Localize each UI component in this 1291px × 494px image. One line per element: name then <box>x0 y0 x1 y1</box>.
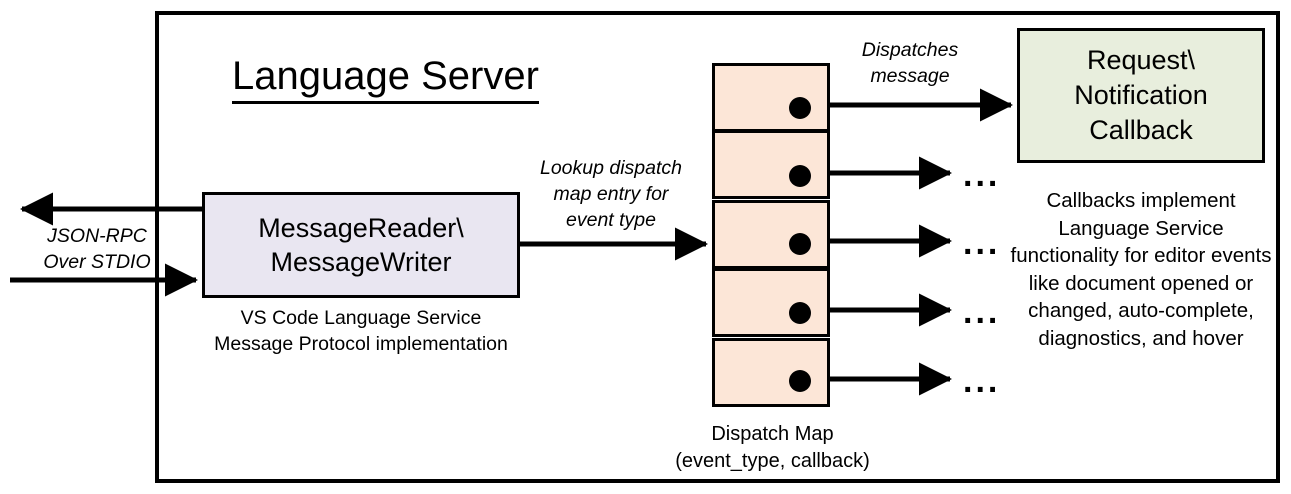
dispatch-map-cell[interactable] <box>712 338 830 407</box>
message-reader-writer-caption: VS Code Language Service Message Protoco… <box>214 307 508 355</box>
callback-dot-icon <box>789 233 811 255</box>
request-notification-callback-box[interactable]: Request\ Notification Callback <box>1017 28 1265 163</box>
message-reader-writer-box[interactable]: MessageReader\ MessageWriter <box>202 192 520 298</box>
callback-dot-icon <box>789 165 811 187</box>
edge-label-jsonrpc: JSON-RPC Over STDIO <box>43 225 151 273</box>
page-title: Language Server <box>232 52 539 104</box>
callback-dot-icon <box>789 97 811 119</box>
dispatch-map-cell[interactable] <box>712 268 830 337</box>
edge-label-lookup: Lookup dispatch map entry for event type <box>539 157 683 231</box>
dispatch-map-cell[interactable] <box>712 200 830 269</box>
ellipsis-marker: ... <box>963 293 1001 331</box>
callback-dot-icon <box>789 370 811 392</box>
ellipsis-marker: ... <box>963 362 1001 400</box>
dispatch-map-cell[interactable] <box>712 63 830 132</box>
dispatch-map-cell[interactable] <box>712 130 830 199</box>
edge-label-dispatches: Dispatches message <box>861 39 959 87</box>
language-server-boundary <box>155 11 1280 483</box>
callback-caption: Callbacks implement Language Service fun… <box>1010 189 1272 350</box>
ellipsis-marker: ... <box>963 224 1001 262</box>
dispatch-map <box>712 63 830 407</box>
dispatch-map-caption: Dispatch Map (event_type, callback) <box>675 423 870 472</box>
ellipsis-marker: ... <box>963 156 1001 194</box>
callback-dot-icon <box>789 302 811 324</box>
